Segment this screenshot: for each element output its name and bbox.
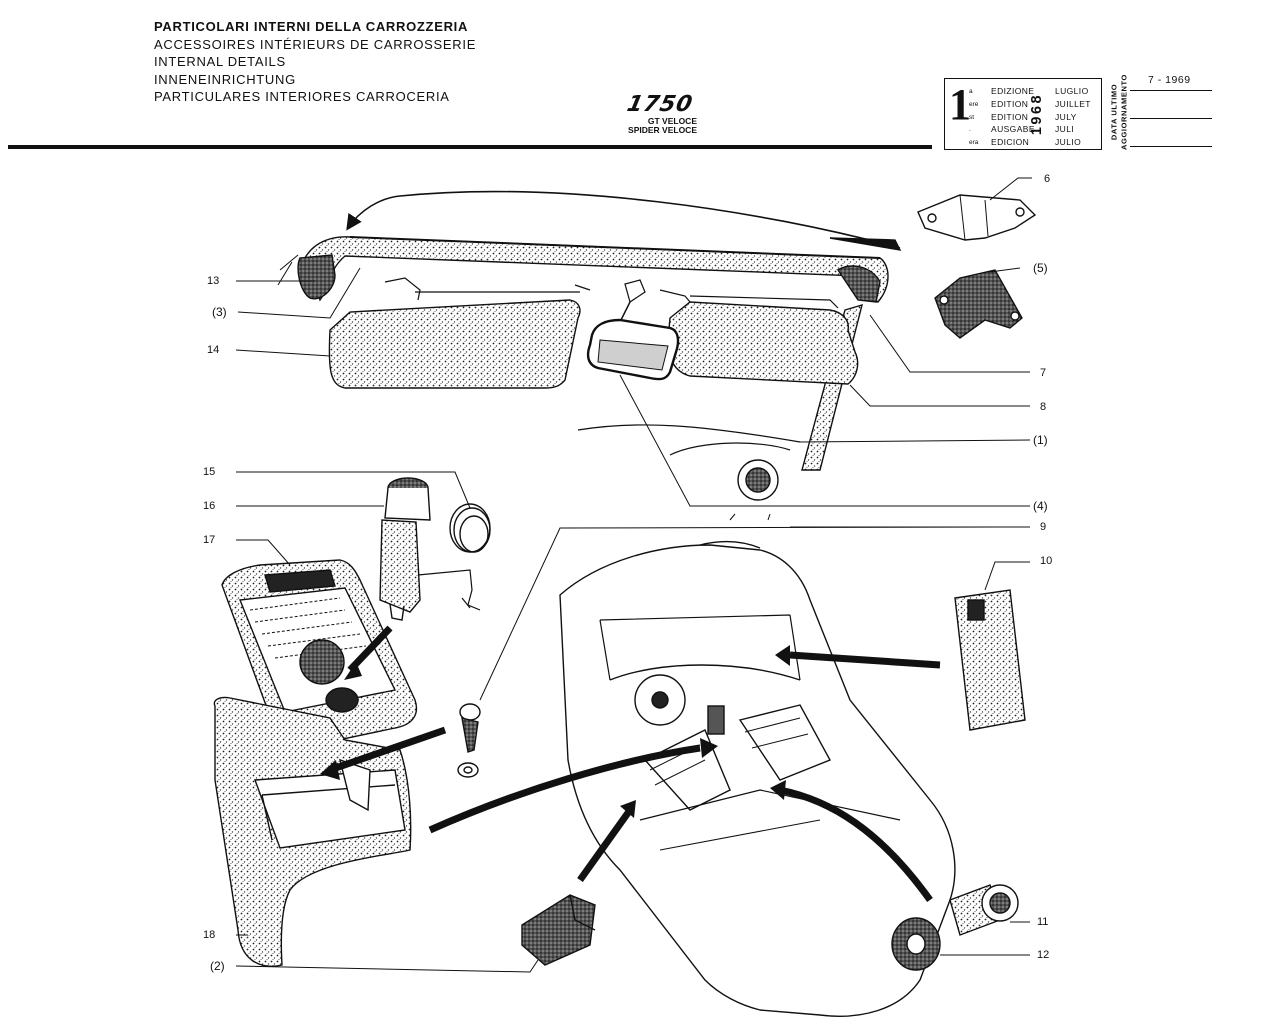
edition-label: EDIZIONE [991, 86, 1035, 96]
edition-number: 1 [949, 80, 971, 129]
title-english: INTERNAL DETAILS [154, 54, 286, 69]
clip-2 [521, 894, 596, 966]
part-label-5: (5) [1033, 261, 1048, 275]
part-label-3: (3) [212, 305, 227, 319]
part-label-16: 16 [203, 500, 216, 512]
model-block: 1750 GT VELOCE SPIDER VELOCE [605, 92, 715, 135]
center-console [213, 696, 412, 967]
edition-label: EDITION [991, 112, 1029, 122]
cigarette-lighter [379, 477, 481, 621]
sun-visor-left [328, 277, 591, 389]
dashboard-outline [577, 424, 801, 443]
part-label-6: 6 [1044, 173, 1051, 185]
edition-suffix: era [969, 139, 979, 146]
update-rule [1130, 90, 1212, 91]
edition-box: 1 a ere st . era EDIZIONE EDITION EDITIO… [944, 78, 1102, 150]
edition-month: JULIO [1055, 137, 1082, 147]
hook-bracket-5 [934, 269, 1023, 339]
part-label-11: 11 [1037, 916, 1049, 928]
part-label-14: 14 [207, 344, 220, 356]
edition-suffix: . [969, 126, 971, 133]
wire-coil [449, 503, 491, 553]
edition-label: EDITION [991, 99, 1029, 109]
edition-suffix: st [969, 114, 975, 121]
part-label-2: (2) [210, 959, 225, 973]
title-french: ACCESSOIRES INTÉRIEURS DE CARROSSERIE [154, 36, 477, 52]
glovebox-lid [954, 589, 1026, 731]
edition-label: AUSGABE [991, 124, 1035, 134]
leader-lines [235, 177, 1032, 973]
edition-month: JULY [1055, 112, 1077, 122]
washer-12 [891, 917, 941, 971]
model-variant-spider: SPIDER VELOCE [628, 125, 697, 135]
part-label-10: 10 [1040, 555, 1053, 567]
part-label-18: 18 [203, 929, 216, 941]
part-label-7: 7 [1040, 367, 1047, 379]
model-variant-gt: GT VELOCE [647, 116, 697, 126]
rear-view-mirror [586, 279, 680, 381]
part-label-15: 15 [203, 466, 216, 478]
part-label-9: 9 [1040, 521, 1047, 533]
car-body [559, 540, 956, 1017]
push-fastener-11 [949, 884, 1019, 936]
sun-visor-right [659, 289, 859, 385]
part-label-17: 17 [203, 534, 216, 546]
edition-suffix: ere [969, 101, 979, 108]
title-block: PARTICOLARI INTERNI DELLA CARROZZERIA AC… [154, 18, 476, 106]
part-label-1: (1) [1033, 433, 1048, 447]
edition-month: LUGLIO [1055, 86, 1089, 96]
edition-label: EDICION [991, 137, 1030, 147]
header-rule [8, 145, 932, 149]
screw-9 [457, 703, 481, 778]
part-label-8: 8 [1040, 401, 1047, 413]
title-spanish: PARTICULARES INTERIORES CARROCERIA [154, 89, 450, 104]
part-label-13: 13 [207, 275, 220, 287]
title-german: INNENEINRICHTUNG [154, 71, 296, 87]
assembly-arrows [328, 625, 941, 903]
edition-month: JULI [1055, 124, 1075, 134]
update-rule [1130, 146, 1212, 147]
edition-suffix: a [969, 88, 973, 95]
speaker-grille-icon [737, 459, 779, 501]
update-date: 7 - 1969 [1148, 74, 1191, 86]
arrow-icon [346, 190, 901, 249]
title-italian: PARTICOLARI INTERNI DELLA CARROZZERIA [154, 19, 469, 34]
part-label-12: 12 [1037, 949, 1050, 961]
corner-trim-left [277, 254, 336, 300]
ashtray-tray [221, 559, 418, 749]
hook-bracket-6 [917, 194, 1037, 241]
windscreen-header-rail [304, 236, 889, 303]
update-rule [1130, 118, 1212, 119]
edition-month: JUILLET [1055, 99, 1091, 109]
part-label-4: (4) [1033, 499, 1048, 513]
